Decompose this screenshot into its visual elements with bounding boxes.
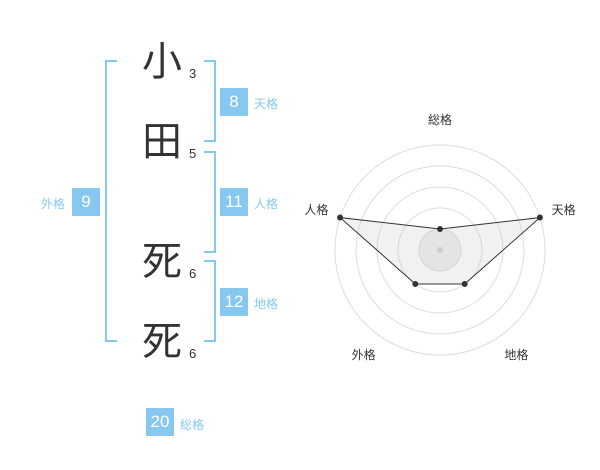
radar-axis-label: 人格 [304, 202, 328, 217]
chikaku-label: 地格 [254, 297, 279, 311]
stroke-count-1: 3 [189, 66, 197, 81]
gaikaku-label: 外格 [41, 197, 66, 211]
chikaku-bracket [204, 260, 216, 342]
soukaku-label: 総格 [180, 418, 205, 432]
radar-point-4 [412, 280, 419, 287]
radar-ring [334, 144, 546, 356]
jinkaku-value-badge: 11 [220, 188, 248, 216]
soukaku-value-badge: 20 [146, 408, 174, 436]
name-char-3: 死 [142, 239, 182, 285]
stroke-count-3: 6 [189, 266, 197, 281]
radar-point-5 [337, 214, 344, 221]
tenkaku-bracket [204, 60, 216, 142]
tenkaku-label: 天格 [254, 97, 279, 111]
gaikaku-value-badge: 9 [72, 188, 100, 216]
radar-point-1 [437, 226, 443, 232]
jinkaku-bracket [204, 151, 216, 253]
radar-ring [397, 207, 483, 293]
tenkaku-value-badge: 8 [220, 88, 248, 116]
radar-center-dot [437, 247, 443, 253]
name-char-1: 小 [142, 39, 182, 85]
radar-axis-label: 総格 [428, 112, 452, 127]
stroke-count-2: 5 [189, 146, 197, 161]
name-char-2: 田 [142, 119, 182, 165]
radar-point-3 [461, 280, 468, 287]
chikaku-value-badge: 12 [220, 288, 248, 316]
radar-data-polygon [338, 216, 542, 285]
radar-point-2 [536, 214, 543, 221]
jinkaku-label: 人格 [254, 197, 279, 211]
radar-ring [355, 165, 525, 335]
radar-axis-label: 地格 [504, 347, 528, 362]
radar-axis-label: 外格 [352, 347, 376, 362]
gaikaku-bracket [105, 60, 117, 342]
stroke-count-4: 6 [189, 346, 197, 361]
radar-axis-label: 天格 [552, 202, 576, 217]
name-char-4: 死 [142, 319, 182, 365]
